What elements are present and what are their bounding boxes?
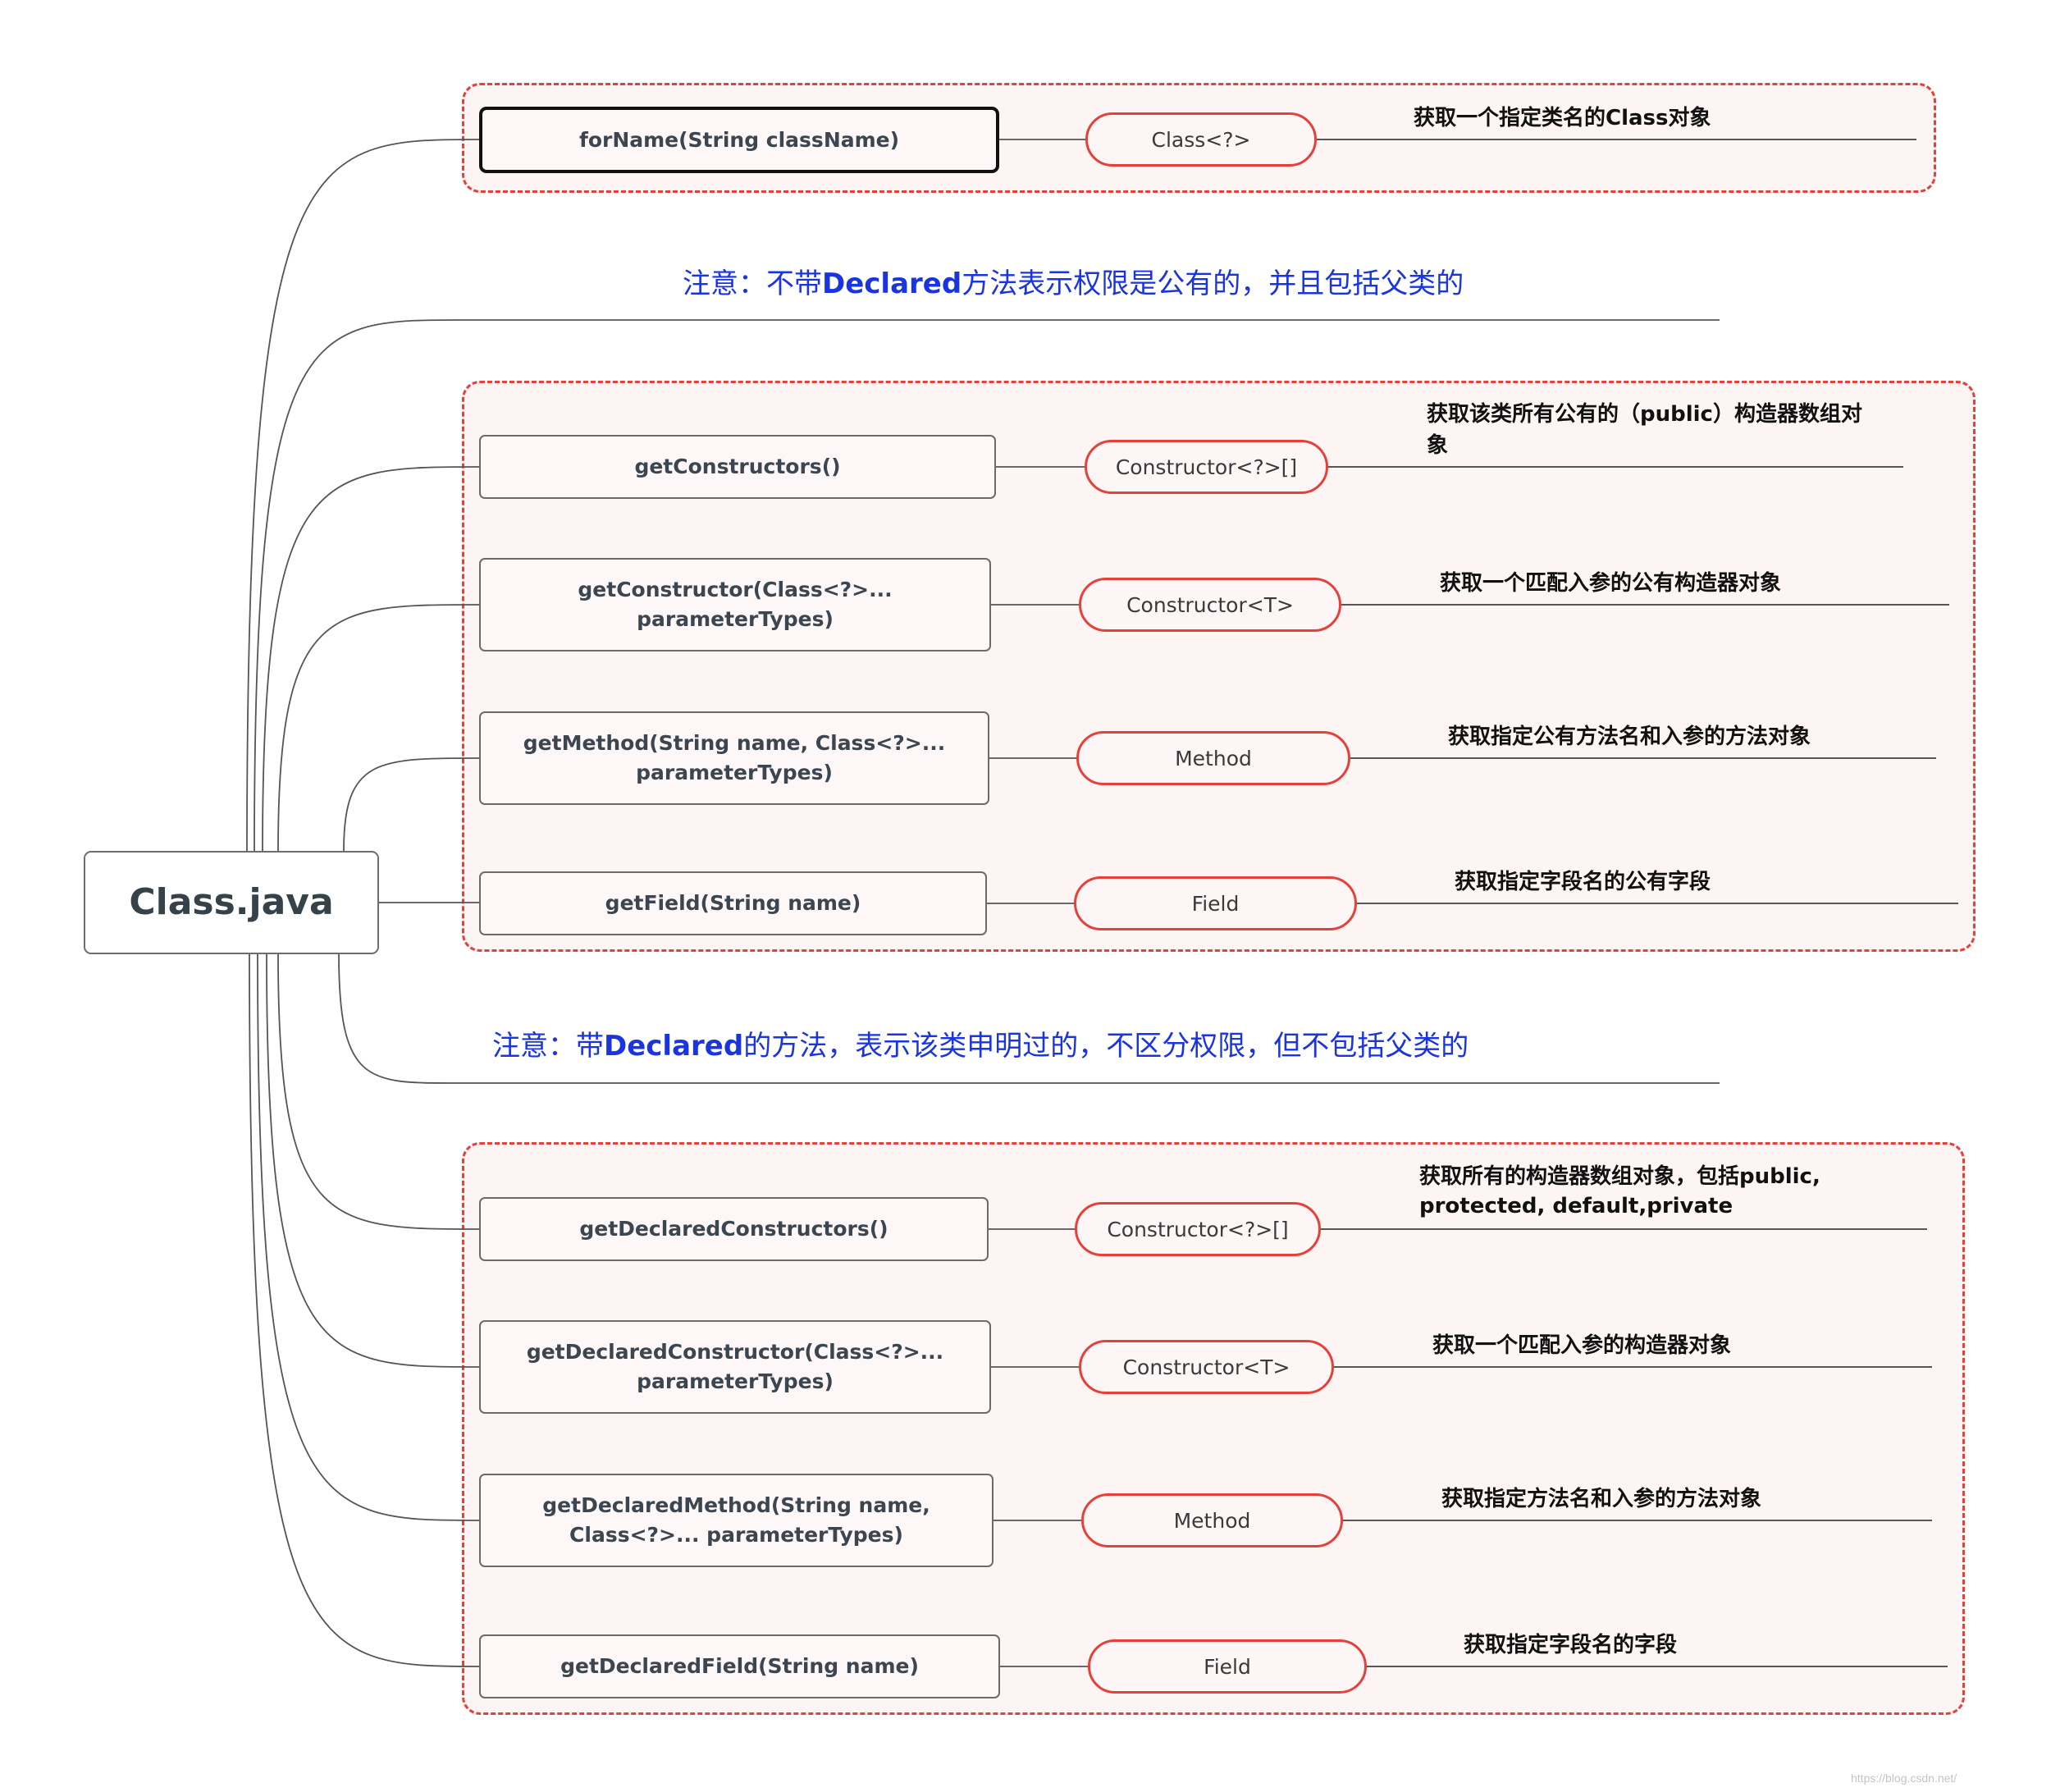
return-type-label: Constructor<T> [1126,592,1294,617]
note-prefix: 注意：带 [492,1030,604,1063]
method-node-getdeclaredmethod[interactable]: getDeclaredMethod(String name, Class<?>.… [479,1474,994,1567]
method-node-getdeclaredconstructor[interactable]: getDeclaredConstructor(Class<?>... param… [479,1320,991,1414]
return-type-label: Constructor<?>[] [1115,455,1298,479]
method-label-line: getDeclaredConstructors() [579,1217,888,1241]
description-node-getfield[interactable]: 获取指定字段名的公有字段 [1455,867,1711,897]
description-node-forname[interactable]: 获取一个指定类名的Class对象 [1414,103,1711,133]
method-label-line: Class<?>... parameterTypes) [569,1523,903,1547]
root-node[interactable]: Class.java [84,851,379,954]
connector-root-getmethod [343,757,480,852]
return-type-node-constructor-array[interactable]: Constructor<?>[] [1085,440,1328,494]
connector-root-getconstructors [262,466,480,852]
note-prefix: 注意：不带 [683,267,822,300]
description-line: 获取该类所有公有的（public）构造器数组对 [1427,402,1862,427]
method-node-getfield[interactable]: getField(String name) [479,871,987,935]
method-label-line: forName(String className) [578,127,900,152]
return-type-label: Class<?> [1151,127,1251,152]
return-type-node-field[interactable]: Field [1088,1639,1367,1694]
return-type-label: Method [1173,1508,1251,1533]
note-without-declared[interactable]: 注意：不带Declared方法表示权限是公有的，并且包括父类的 [683,266,1464,302]
description-line: protected, default,private [1419,1194,1734,1218]
description-line: 获取指定公有方法名和入参的方法对象 [1448,725,1811,749]
watermark: https://blog.csdn.net/ [1851,1771,1957,1785]
return-type-label: Field [1204,1654,1251,1679]
note-suffix: 的方法，表示该类申明过的，不区分权限，但不包括父类的 [743,1030,1469,1063]
description-node-getdeclaredfield[interactable]: 获取指定字段名的字段 [1464,1630,1677,1660]
return-type-node-constructor[interactable]: Constructor<T> [1079,578,1341,632]
method-label-line: parameterTypes) [636,761,833,784]
return-type-node-field[interactable]: Field [1074,876,1357,930]
connector-root-getdeclaredmethod [257,953,480,1521]
return-type-node-method[interactable]: Method [1076,731,1350,785]
method-node-getdeclaredfield[interactable]: getDeclaredField(String name) [479,1634,1000,1698]
return-type-label: Constructor<T> [1122,1355,1290,1379]
return-type-label: Method [1175,746,1252,770]
method-label-line: getField(String name) [605,891,861,915]
note-with-declared[interactable]: 注意：带Declared的方法，表示该类申明过的，不区分权限，但不包括父类的 [492,1028,1469,1064]
description-line: 获取指定方法名和入参的方法对象 [1441,1487,1762,1511]
method-node-getdeclaredconstructors[interactable]: getDeclaredConstructors() [479,1197,989,1261]
connector-root-getconstructor [277,604,480,852]
return-type-label: Constructor<?>[] [1107,1217,1289,1241]
method-node-getconstructor[interactable]: getConstructor(Class<?>... parameterType… [479,558,991,651]
note-keyword: Declared [604,1030,744,1063]
return-type-node-class[interactable]: Class<?> [1085,112,1317,167]
root-label: Class.java [129,881,334,923]
connector-root-getdeclaredconstructors [277,953,480,1230]
method-label-line: getConstructors() [634,455,841,478]
description-line: 象 [1427,433,1449,458]
description-node-getdeclaredconstructor[interactable]: 获取一个匹配入参的构造器对象 [1432,1331,1731,1360]
method-label-line: getDeclaredConstructor(Class<?>... [526,1340,944,1364]
description-node-getdeclaredmethod[interactable]: 获取指定方法名和入参的方法对象 [1441,1484,1761,1514]
return-type-node-constructor[interactable]: Constructor<T> [1079,1340,1334,1394]
connector-root-getdeclaredconstructor [266,953,480,1368]
return-type-node-constructor-array[interactable]: Constructor<?>[] [1075,1202,1321,1256]
connector-root-note-declared [338,953,1720,1084]
method-label-line: getMethod(String name, Class<?>... [523,731,946,755]
method-label-line: parameterTypes) [637,1369,834,1393]
connector-root-note-public [254,319,1720,852]
note-suffix: 方法表示权限是公有的，并且包括父类的 [962,267,1464,300]
method-node-forname[interactable]: forName(String className) [479,107,999,173]
description-line: 获取所有的构造器数组对象，包括public, [1419,1164,1820,1189]
method-node-getconstructors[interactable]: getConstructors() [479,435,996,499]
description-node-getdeclaredconstructors[interactable]: 获取所有的构造器数组对象，包括public, protected, defaul… [1419,1162,1820,1221]
description-line: 获取一个匹配入参的构造器对象 [1432,1333,1732,1358]
method-label-line: getConstructor(Class<?>... [578,578,893,601]
method-label-line: getDeclaredMethod(String name, [542,1493,930,1517]
return-type-label: Field [1191,891,1240,916]
description-node-getconstructors[interactable]: 获取该类所有公有的（public）构造器数组对 象 [1427,399,1862,461]
description-line: 获取指定字段名的公有字段 [1455,870,1711,894]
method-label-line: getDeclaredField(String name) [560,1654,919,1678]
description-node-getmethod[interactable]: 获取指定公有方法名和入参的方法对象 [1448,722,1811,752]
note-keyword: Declared [822,267,962,300]
description-line: 获取指定字段名的字段 [1464,1633,1678,1657]
method-label-line: parameterTypes) [637,607,834,631]
description-node-getconstructor[interactable]: 获取一个匹配入参的公有构造器对象 [1440,569,1781,598]
description-line: 获取一个匹配入参的公有构造器对象 [1440,571,1782,596]
connector-root-forname [246,139,480,852]
connector-root-getdeclaredfield [249,953,480,1667]
description-line: 获取一个指定类名的Class对象 [1414,106,1711,130]
method-node-getmethod[interactable]: getMethod(String name, Class<?>... param… [479,711,989,805]
return-type-node-method[interactable]: Method [1081,1493,1343,1547]
